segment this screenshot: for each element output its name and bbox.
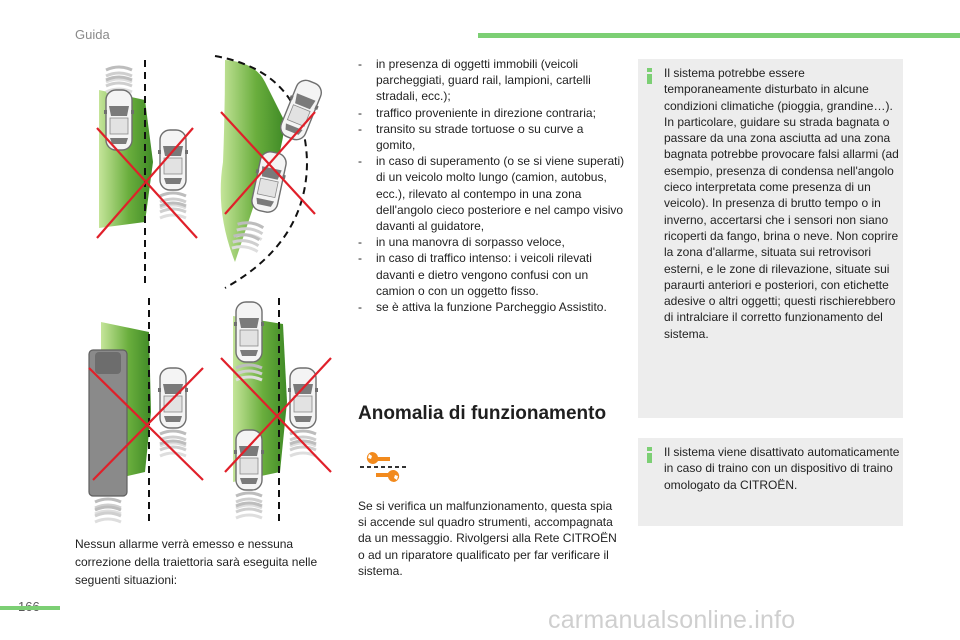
list-item: -in caso di traffico intenso: i veicoli … bbox=[358, 251, 592, 298]
anomaly-description: Se si verifica un malfunzionamento, ques… bbox=[358, 499, 617, 578]
scenario-long-vehicle bbox=[88, 298, 204, 524]
watermark: carmanualsonline.info bbox=[548, 606, 796, 634]
scenario-parked-vehicles bbox=[96, 60, 198, 284]
scenario-heavy-traffic bbox=[220, 298, 332, 522]
list-item: -in caso di superamento (o se si viene s… bbox=[358, 154, 625, 234]
situations-intro: Nessun allarme verrà emesso e nessuna co… bbox=[75, 537, 318, 587]
section-title: Guida bbox=[75, 27, 110, 42]
list-item: -se è attiva la funzione Parcheggio Assi… bbox=[358, 300, 607, 315]
blind-spot-illustration bbox=[75, 52, 340, 530]
blind-spot-diagram bbox=[88, 55, 332, 524]
list-item: -transito su strade tortuose o su curve … bbox=[358, 121, 584, 153]
info-box-towing: Il sistema viene disattivato automaticam… bbox=[638, 438, 903, 526]
list-item: -in una manovra di sorpasso veloce, bbox=[358, 235, 565, 250]
footer-accent-bar bbox=[0, 606, 60, 610]
section-heading: Anomalia di funzionamento bbox=[358, 403, 607, 424]
info-text: Il sistema potrebbe essere temporaneamen… bbox=[664, 66, 899, 341]
info-box-weather: Il sistema potrebbe essere temporaneamen… bbox=[638, 59, 903, 418]
situations-list: -in presenza di oggetti immobili (veicol… bbox=[358, 56, 626, 315]
list-item: -traffico proveniente in direzione contr… bbox=[358, 105, 596, 120]
list-item: -in presenza di oggetti immobili (veicol… bbox=[358, 57, 591, 104]
scenario-tight-curve bbox=[214, 55, 327, 289]
info-text: Il sistema viene disattivato automaticam… bbox=[664, 445, 900, 492]
header-accent-bar bbox=[478, 33, 960, 38]
wrench-warning-icon bbox=[358, 449, 408, 490]
info-icon bbox=[647, 68, 652, 84]
info-icon bbox=[647, 447, 652, 463]
